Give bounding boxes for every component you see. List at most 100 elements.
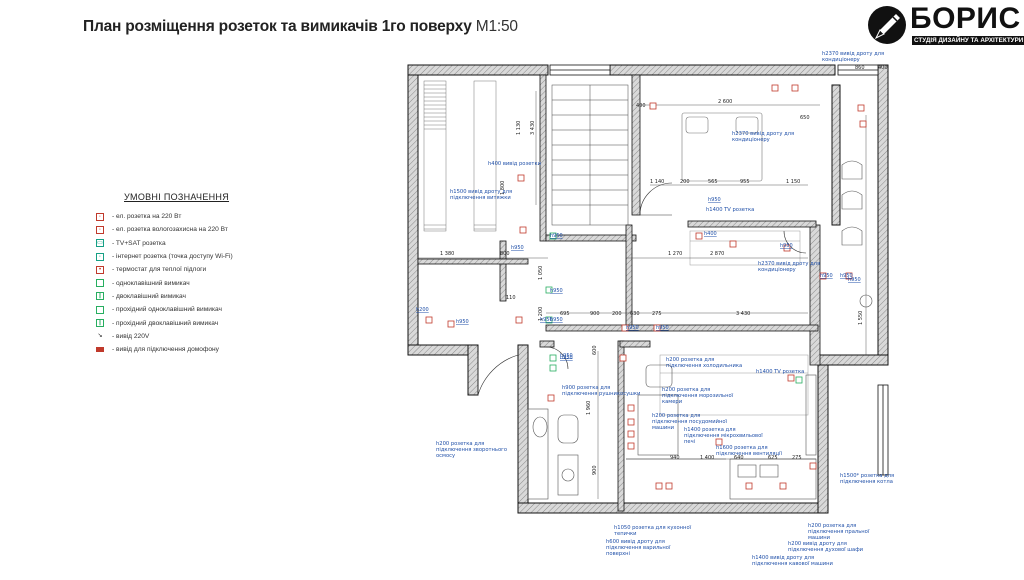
title-scale: М1:50 [475, 18, 518, 35]
tv-sat-socket-icon: ▭ [96, 239, 104, 248]
height-tag: h400 [704, 231, 717, 237]
legend-label: - одноклавішний вимикач [112, 279, 190, 287]
annotation-line: підключення варильної [606, 545, 671, 551]
annotation-line: h1400 розетка для [684, 427, 736, 433]
dimension-label: 3 430 [530, 121, 536, 135]
dimension-label: 1 130 [516, 121, 522, 135]
height-tag: h950 [780, 243, 793, 249]
socket-icon [715, 438, 723, 446]
pass-double-switch-icon: ∥ [96, 319, 104, 328]
socket-icon [621, 324, 629, 332]
annotation-line: h2370 вивід дроту для [822, 51, 884, 57]
socket-icon [627, 404, 635, 412]
height-tag: h950 [550, 288, 563, 294]
legend-label: - термостат для теплої підлоги [112, 266, 207, 274]
dimension-label: 1 550 [858, 311, 864, 325]
dimension-label: 955 [740, 179, 750, 185]
annotation-line: печі [684, 439, 695, 445]
dimension-lines [418, 91, 867, 499]
socket-icon [783, 244, 791, 252]
dimension-label: 860 [855, 65, 865, 71]
socket-icon [665, 482, 673, 490]
socket-icon [771, 84, 779, 92]
wifi-socket-icon: ◦ [96, 252, 104, 261]
annotation-line: осмосу [436, 453, 455, 459]
annotation-label: h1400 TV розетка [756, 369, 804, 375]
switch-icon [549, 232, 557, 240]
dimension-label: 275 [792, 455, 802, 461]
socket-icon [729, 240, 737, 248]
legend-label: - ел. розетка вологозахисна на 220 Вт [112, 226, 228, 234]
socket-icon [547, 394, 555, 402]
socket-icon [447, 320, 455, 328]
dimension-label: 600 [592, 345, 598, 355]
legend-list: ◦ - ел. розетка на 220 Вт ◦- ел. розетка в… [96, 210, 296, 356]
legend-item: ◦- ел. розетка вологозахисна на 220 Вт [96, 223, 296, 236]
dimension-label: 1 270 [668, 251, 682, 257]
socket-icon [627, 430, 635, 438]
windows [549, 64, 889, 476]
outer-walls [407, 64, 889, 514]
annotation-line: h400 вивід розетки [488, 161, 541, 167]
dimension-label: 1 400 [700, 455, 714, 461]
legend-label: - вивід 220V [112, 332, 150, 340]
annotation-line: h200 розетка для [666, 357, 714, 363]
legend: УМОВНІ ПОЗНАЧЕННЯ ◦- ел. розетка на 220 … [96, 192, 296, 356]
dimension-label: 625 [768, 455, 778, 461]
dimension-label: 640 [734, 455, 744, 461]
socket-icon [845, 272, 853, 280]
outlet-220-icon: ↘ [97, 333, 103, 340]
switch-icon [545, 286, 553, 294]
socket-icon [649, 102, 657, 110]
annotation-line: h600 вивід дроту для [606, 539, 665, 545]
switch-icon [545, 316, 553, 324]
socket-icon [627, 442, 635, 450]
height-tag: h950 [456, 319, 469, 325]
annotation-line: підключення морозильної [662, 393, 734, 399]
dimension-label: 2 870 [710, 251, 724, 257]
legend-item: ∥- прохідний двоклавішний вимикач [96, 316, 296, 329]
doors [477, 182, 807, 396]
annotation-line: камери [662, 399, 682, 405]
inner-walls [417, 74, 821, 512]
dimension-label: 1 800 [500, 181, 506, 195]
switch-icon [549, 354, 557, 362]
height-tag: h950 [560, 355, 573, 361]
dimension-label: 800 [500, 251, 510, 257]
annotation-line: кондиціонеру [758, 267, 796, 273]
socket-icon [515, 316, 523, 324]
legend-item: - вивід для підключення домофону [96, 343, 296, 356]
dimension-label: 2 600 [718, 99, 732, 105]
bed [681, 112, 763, 182]
annotation-line: підключення холодильника [666, 363, 742, 369]
annotation-line: h2370 вивід дроту для [758, 261, 820, 267]
annotation-line: підключення котла [840, 479, 893, 485]
dimension-label: 695 [560, 311, 570, 317]
annotation-line: h1600 розетка для [716, 445, 768, 451]
annotation-line: h1400 TV розетка [706, 207, 754, 213]
height-tag: h950 [560, 353, 573, 359]
legend-label: - ел. розетка на 220 Вт [112, 213, 182, 221]
balcony-chairs [841, 160, 873, 308]
annotation-line: підключення посудомийної [652, 418, 728, 425]
device-symbols [425, 84, 867, 490]
height-tag: h950 [511, 245, 524, 251]
socket-icon [519, 226, 527, 234]
socket-icon [819, 272, 827, 280]
bathroom-fixtures [527, 364, 679, 500]
logo-name: БОРИС [910, 2, 1021, 35]
legend-item: - одноклавішний вимикач [96, 276, 296, 289]
double-switch-icon: ∥ [96, 292, 104, 301]
pencil-logo-icon [868, 6, 906, 44]
annotation-label: h400 вивід розетки [488, 161, 541, 167]
